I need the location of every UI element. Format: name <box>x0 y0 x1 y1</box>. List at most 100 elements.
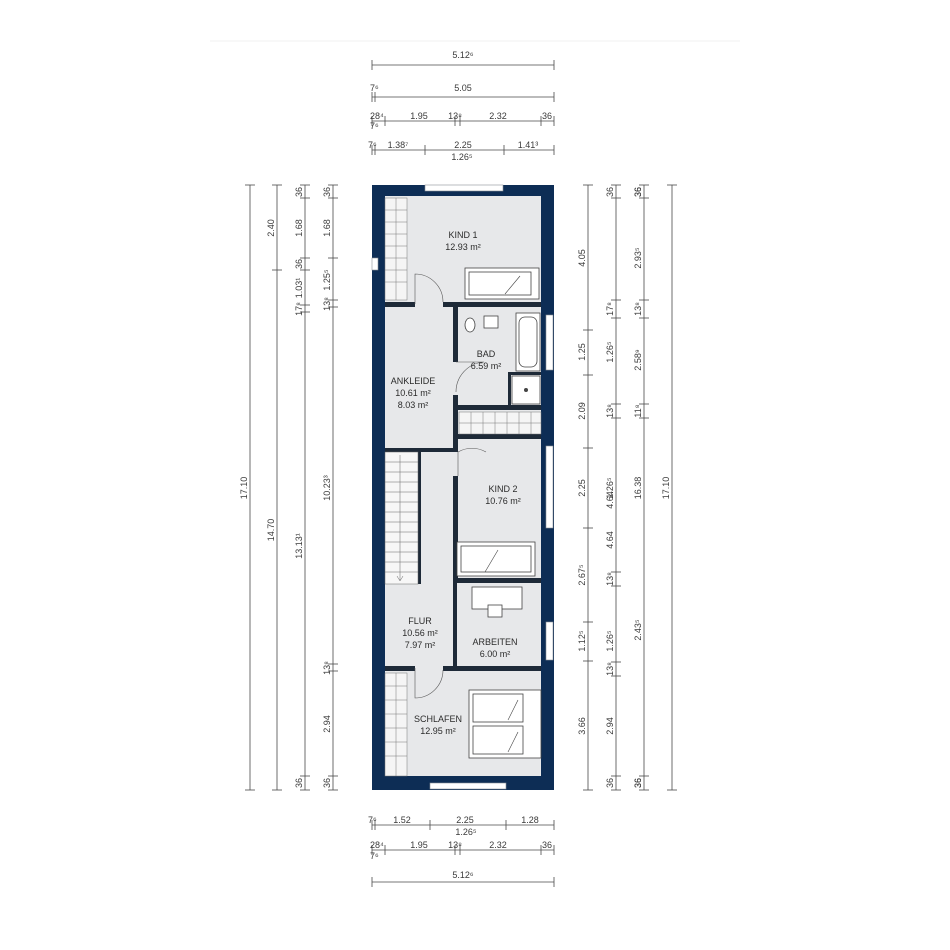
room-kind2-area: 10.76 m² <box>485 496 521 506</box>
dim-right-c1-g: 3.66 <box>577 717 587 735</box>
dim-right-c2-a: 36 <box>605 187 615 197</box>
dim-right-c1-a: 4.05 <box>577 249 587 267</box>
dim-top-r4-d: 1.41³ <box>518 140 539 150</box>
dim-left-c4-f: 13⁸ <box>322 661 332 675</box>
dim-left-c2-top: 2.40 <box>266 219 276 237</box>
wall-ankleide-right-2 <box>453 395 458 452</box>
dim-left-c4-a: 36 <box>322 187 332 197</box>
top-dimensions: 5.12⁶ 7⁶ 5.05 28⁴ 1.95 13⁸ 2.32 36 7⁶ 7⁶… <box>368 50 555 162</box>
room-kind2-name: KIND 2 <box>488 484 517 494</box>
window-right-kind2 <box>545 445 554 529</box>
dim-bottom-r2-f: 7⁶ <box>370 851 379 861</box>
dim-bottom-r2-e: 36 <box>542 840 552 850</box>
dim-bottom-r1-d: 1.28 <box>521 815 539 825</box>
left-dimensions: 17.10 2.40 14.70 36 1.68 36 1.03¹ 17⁸ 13… <box>239 184 338 791</box>
wall-flur-bottom-2 <box>443 666 541 671</box>
window-right-arbeiten <box>545 621 554 661</box>
dim-left-c3-e: 17⁸ <box>294 302 304 316</box>
wall-flur-bottom <box>385 666 415 671</box>
room-bad-name: BAD <box>477 349 496 359</box>
furniture <box>456 267 542 759</box>
dim-bottom-r2-a: 28⁴ <box>370 840 384 850</box>
dim-right-c3-a: 36 <box>633 187 643 197</box>
sink-icon <box>483 315 499 329</box>
bathroom-fixtures <box>464 312 541 405</box>
dim-top-r2-total: 5.05 <box>454 83 472 93</box>
dim-bottom-r1-c: 2.25 <box>456 815 474 825</box>
dim-right-c3-h: 16.38 <box>633 477 643 500</box>
wall-ankleide-bottom <box>385 448 453 452</box>
dim-right-c2-k: 4.64 <box>605 491 615 509</box>
dim-top-r4-b: 1.38⁷ <box>388 140 409 150</box>
dim-right-c3-b: 2.93⁵ <box>633 247 643 269</box>
room-ankleide-area2: 8.03 m² <box>398 400 429 410</box>
room-kind1-name: KIND 1 <box>448 230 477 240</box>
window-right-bad <box>545 314 554 371</box>
dim-left-c3-f: 13.13¹ <box>294 533 304 559</box>
dim-bottom-r1-a: 7⁶ <box>368 815 377 825</box>
building: KIND 1 12.93 m² BAD 6.59 m² ANKLEIDE 10.… <box>371 184 554 790</box>
wall-kind1-bottom <box>385 302 415 307</box>
wall-ankleide-right <box>453 302 458 362</box>
dim-right-c3-c: 13⁸ <box>633 302 643 316</box>
right-dimensions: 4.05 1.25 2.09 2.25 2.67⁵ 1.12⁵ 3.66 36 … <box>577 184 677 791</box>
bottom-dimensions: 7⁶ 1.52 2.25 1.28 1.26⁵ 28⁴ 1.95 13⁸ 2.3… <box>368 815 555 887</box>
window-top <box>424 184 504 192</box>
dim-left-c4-e: 10.23³ <box>322 475 332 501</box>
closet-kind1 <box>384 197 408 301</box>
room-ankleide-name: ANKLEIDE <box>391 376 436 386</box>
dim-top-total: 5.12⁶ <box>452 50 474 60</box>
dim-bottom-r2-d: 2.32 <box>489 840 507 850</box>
room-flur-area: 10.56 m² <box>402 628 438 638</box>
staircase <box>384 451 419 585</box>
wall-kind2-bottom <box>453 578 541 583</box>
dim-left-c3-a: 36 <box>294 187 304 197</box>
dim-right-c4-c: 36 <box>633 778 643 788</box>
room-bad-area: 6.59 m² <box>471 361 502 371</box>
room-flur-name: FLUR <box>408 616 432 626</box>
doors <box>414 273 487 699</box>
room-kind1-area: 12.93 m² <box>445 242 481 252</box>
wall-bad-inner <box>508 372 511 405</box>
dim-bottom-r2-c: 13⁸ <box>448 840 462 850</box>
dim-left-total: 17.10 <box>239 477 249 500</box>
dim-top-r3-a: 28⁴ <box>370 111 384 121</box>
dim-bottom-r2-b: 1.95 <box>410 840 428 850</box>
dim-top-r4-e: 1.26⁵ <box>451 152 473 162</box>
dim-right-c3-g: 36 <box>633 778 643 788</box>
dim-left-c4-h: 36 <box>322 778 332 788</box>
right-extra-labels: 4.64 36 36 <box>605 187 643 788</box>
dim-top-r3-b: 1.95 <box>410 111 428 121</box>
dim-bottom-r1-b: 1.52 <box>393 815 411 825</box>
dim-right-c1-e: 2.67⁵ <box>577 564 587 586</box>
dim-right-c2-d: 13⁸ <box>605 404 615 418</box>
dim-left-c4-c: 1.25⁵ <box>322 269 332 291</box>
dim-left-c3-d: 1.03¹ <box>294 278 304 299</box>
window-left-kind1 <box>371 257 379 271</box>
dim-top-r2-left: 7⁶ <box>370 83 379 93</box>
dim-right-c2-j: 36 <box>605 778 615 788</box>
closet-kind2 <box>458 411 542 435</box>
room-arbeiten-name: ARBEITEN <box>472 637 517 647</box>
wall-stairs-right <box>418 452 421 584</box>
dim-right-c3-d: 2.58⁹ <box>633 349 643 371</box>
dim-right-c1-d: 2.25 <box>577 479 587 497</box>
room-schlafen-name: SCHLAFEN <box>414 714 462 724</box>
dim-left-c4-b: 1.68 <box>322 219 332 237</box>
dim-right-c3-e: 11⁸ <box>633 404 643 417</box>
dim-right-c2-g: 1.26⁵ <box>605 630 615 652</box>
dim-right-c2-e: 1.26⁵ <box>605 477 615 499</box>
dim-right-4-64: 4.64 <box>605 531 615 549</box>
dim-right-c3-f: 2.43⁵ <box>633 619 643 641</box>
closet-schlafen <box>384 672 408 777</box>
dim-top-r3-d: 2.32 <box>489 111 507 121</box>
dim-top-r3-f: 7⁶ <box>370 121 379 131</box>
dim-right-c2-h: 13⁸ <box>605 662 615 676</box>
dim-right-c2-c: 1.26⁵ <box>605 341 615 363</box>
wall-bad-bottom <box>453 405 541 410</box>
window-bottom <box>429 782 507 790</box>
dim-right-c2-i: 2.94 <box>605 717 615 735</box>
dim-left-c2-mid: 14.70 <box>266 519 276 542</box>
dim-right-c4-b: 17.10 <box>661 477 671 500</box>
wall-kind2-top <box>458 434 541 439</box>
